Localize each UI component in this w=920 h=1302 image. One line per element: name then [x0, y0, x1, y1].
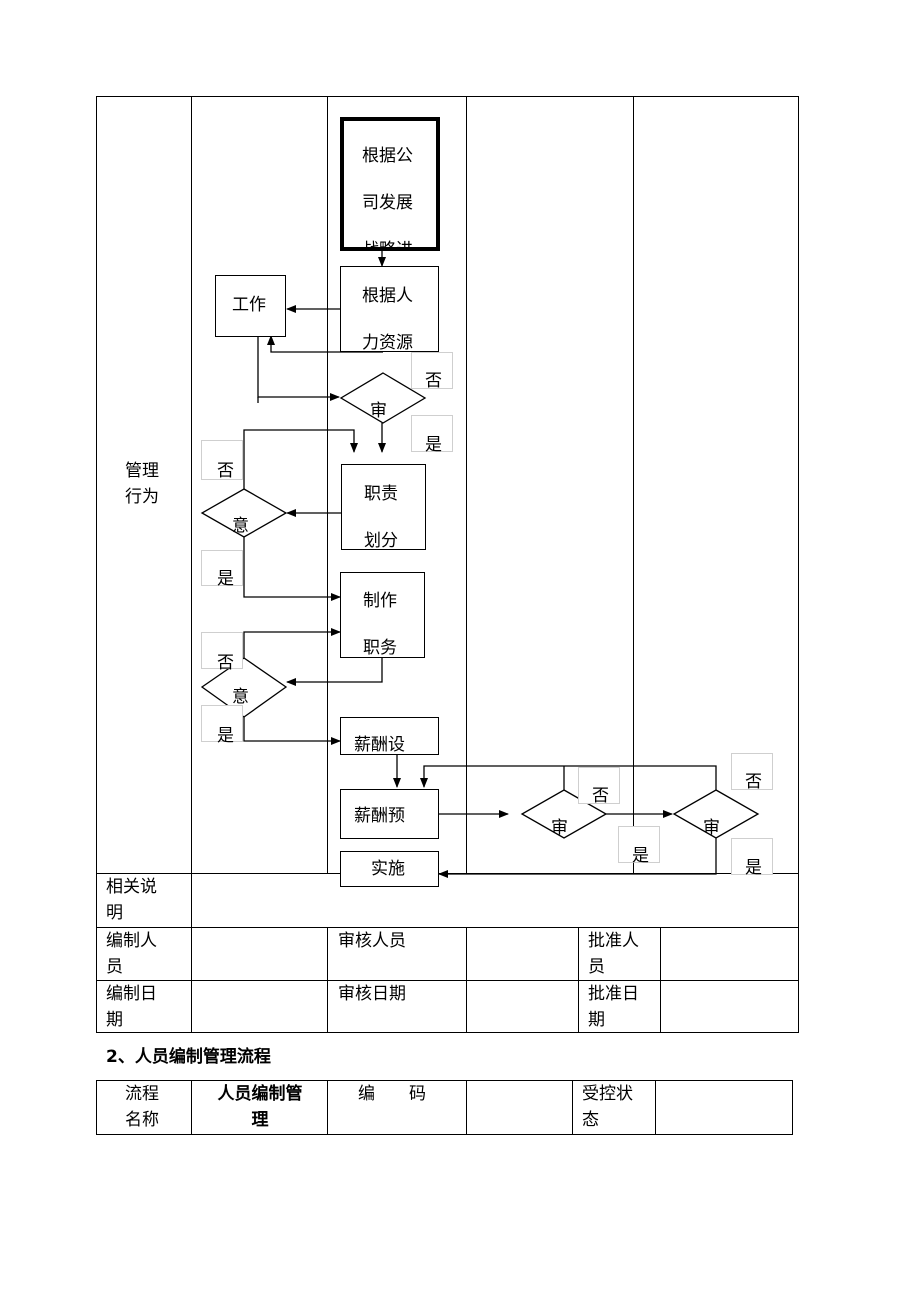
agree2-diamond — [200, 657, 288, 718]
review3-diamond — [672, 789, 760, 839]
review2-text: 审 — [551, 818, 568, 838]
column-divider-5 — [578, 927, 579, 1033]
lane-divider-4 — [633, 96, 634, 873]
related-notes-label: 相关说 明 — [106, 877, 157, 923]
label-no-review2: 否 — [578, 767, 620, 806]
label-no-agree2: 否 — [201, 632, 243, 673]
strategy-text: 根据公 司发展 战略进 — [362, 146, 413, 251]
reviewed-by-label: 审核人员 — [338, 931, 406, 951]
arrow-review-no-to-work — [267, 335, 383, 353]
code-label: 编 码 — [358, 1084, 426, 1104]
arrow-review3-no — [420, 765, 717, 790]
process-name-value: 人员编制管 理 — [217, 1084, 303, 1130]
table-border-left — [96, 96, 97, 1033]
prepared-date-label: 编制日 期 — [106, 984, 157, 1030]
label-yes-agree2: 是 — [201, 705, 243, 746]
table-border-top — [96, 96, 799, 97]
duty-box: 职责 划分 — [341, 464, 426, 550]
label-no-agree1: 否 — [201, 440, 243, 481]
prepared-by-label: 编制人 员 — [106, 931, 157, 977]
label-no-review3: 否 — [731, 753, 773, 792]
arrow-agree1-yes — [243, 537, 341, 601]
control-status-label: 受控状 态 — [582, 1084, 633, 1130]
table-border-row3 — [96, 980, 799, 981]
salary-budget-box: 薪酬预 — [340, 789, 439, 839]
arrow-job-to-agree2 — [286, 658, 383, 686]
hr-plan-text: 根据人 力资源 — [362, 286, 413, 352]
section-heading: 2、人员编制管理流程 — [106, 1047, 271, 1067]
review1-text: 审 — [370, 401, 387, 421]
table-border-row2 — [96, 927, 799, 928]
label-yes-agree1: 是 — [201, 550, 243, 589]
table-border-bottom — [96, 1032, 799, 1033]
arrow-agree1-no — [243, 429, 358, 489]
agree1-diamond — [200, 488, 288, 538]
implement-box: 实施 — [340, 851, 439, 887]
make-job-text: 制作 职务 — [363, 591, 397, 658]
salary-design-box: 薪酬设 — [340, 717, 439, 755]
salary-design-text: 薪酬设 — [354, 735, 405, 755]
review3-text: 审 — [703, 818, 720, 838]
implement-text: 实施 — [371, 859, 405, 879]
review1-diamond — [339, 372, 427, 424]
column-divider-6 — [660, 927, 661, 1033]
process-name-label: 流程 名称 — [125, 1084, 159, 1130]
label-no-review1: 否 — [411, 352, 453, 391]
label-yes-review1: 是 — [411, 415, 453, 455]
column-divider-1 — [191, 96, 192, 1033]
make-job-box: 制作 职务 — [340, 572, 425, 658]
arrow-work-to-review — [257, 336, 340, 401]
label-yes-review2: 是 — [618, 826, 660, 866]
arrow-agree2-no — [243, 628, 341, 658]
arrow-review3-yes — [438, 838, 717, 878]
lane-divider-2 — [327, 96, 328, 873]
lane-divider-3 — [466, 96, 467, 873]
label-yes-review3: 是 — [731, 838, 773, 878]
strategy-box: 根据公 司发展 战略进 — [340, 117, 440, 251]
duty-text: 职责 划分 — [364, 484, 398, 550]
salary-budget-text: 薪酬预 — [354, 806, 405, 826]
agree2-text: 意 — [232, 687, 249, 707]
approved-date-label: 批准日 期 — [588, 984, 639, 1030]
work-box: 工作 — [215, 275, 286, 337]
arrow-agree2-yes — [243, 717, 341, 745]
approved-by-label: 批准人 员 — [588, 931, 639, 977]
column-divider-4 — [466, 927, 467, 1033]
row-label-management: 管理 行为 — [125, 461, 159, 507]
hr-plan-box: 根据人 力资源 — [340, 266, 439, 352]
table-border-right — [798, 96, 799, 1033]
agree1-text: 意 — [232, 516, 249, 536]
column-divider-3 — [327, 927, 328, 1033]
work-text: 工作 — [232, 295, 266, 315]
reviewed-date-label: 审核日期 — [338, 984, 406, 1004]
